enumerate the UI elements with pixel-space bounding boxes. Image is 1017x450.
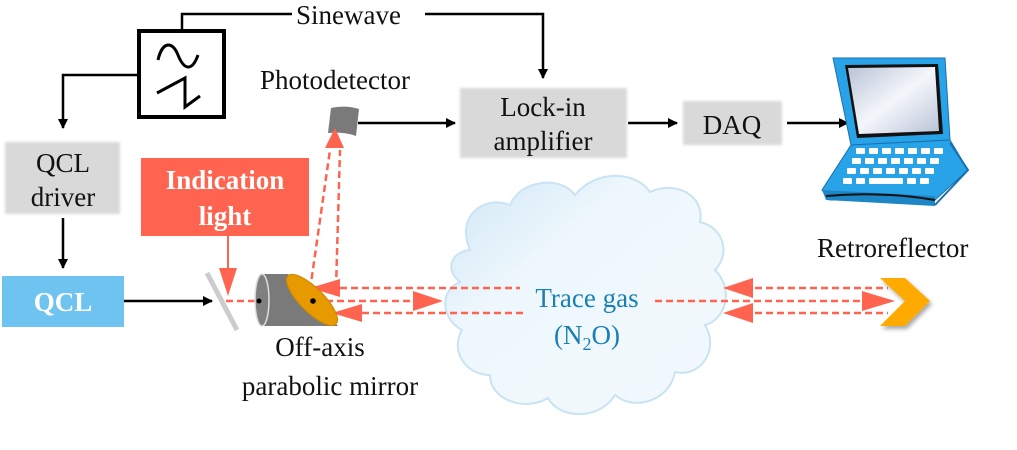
formula-subscript: 2 (583, 334, 592, 354)
formula-o: O) (592, 320, 621, 350)
wire-generator-top (180, 12, 292, 32)
indication-light-box: Indication light (141, 158, 309, 236)
oap-label-line2: parabolic mirror (242, 371, 418, 401)
arrow-return-upper-right (723, 278, 753, 298)
qcl-label: QCL (34, 287, 93, 317)
qcl-box: QCL (2, 276, 124, 327)
lock-in-amplifier: Lock-in amplifier (460, 88, 627, 158)
daq-label: DAQ (703, 110, 762, 140)
beam-arrowheads (310, 128, 895, 323)
lockin-label-line2: amplifier (494, 126, 593, 156)
arrow-outbound (413, 291, 443, 311)
signal-wiring (58, 12, 849, 306)
beam-splitter-icon (204, 271, 240, 332)
laptop-icon (821, 57, 970, 206)
indication-label-line1: Indication (166, 165, 285, 195)
trace-gas-label-line1: Trace gas (535, 283, 638, 313)
photodetector-icon (328, 106, 359, 136)
indication-beam (219, 236, 237, 296)
trace-gas-formula: (N2O) (554, 320, 620, 354)
laptop-keyboard (843, 148, 943, 184)
arrow-return-upper (310, 279, 340, 297)
formula-n: (N (554, 320, 583, 350)
indication-label-line2: light (199, 201, 252, 231)
photodetector-label: Photodetector (260, 65, 410, 95)
wire-generator-to-driver (58, 73, 138, 129)
gas-cloud-icon (444, 174, 727, 416)
retroreflector-label: Retroreflector (817, 233, 968, 263)
beam-mirror-to-detector-1 (308, 149, 332, 291)
daq-box: DAQ (683, 101, 782, 145)
qcl-driver-box: QCL driver (5, 142, 120, 214)
retroreflector-icon (880, 278, 930, 326)
arrow-return-lower-right (723, 303, 753, 323)
lockin-label-line1: Lock-in (500, 92, 586, 122)
arrow-to-detector (325, 128, 344, 148)
qcl-driver-label-line2: driver (31, 182, 95, 212)
sinewave-label: Sinewave (296, 0, 401, 30)
arrow-return-lower (332, 304, 362, 322)
qcl-driver-label-line1: QCL (36, 148, 90, 178)
arrow-outbound-right (862, 291, 895, 311)
parabolic-mirror-icon (254, 273, 338, 327)
function-generator-icon (137, 29, 226, 119)
trace-gas-label: Trace gas (N2O) (535, 283, 638, 354)
beam-mirror-to-detector-2 (334, 149, 342, 289)
wire-sinewave-to-lockin (425, 12, 548, 79)
oap-label-line1: Off-axis (275, 332, 364, 362)
